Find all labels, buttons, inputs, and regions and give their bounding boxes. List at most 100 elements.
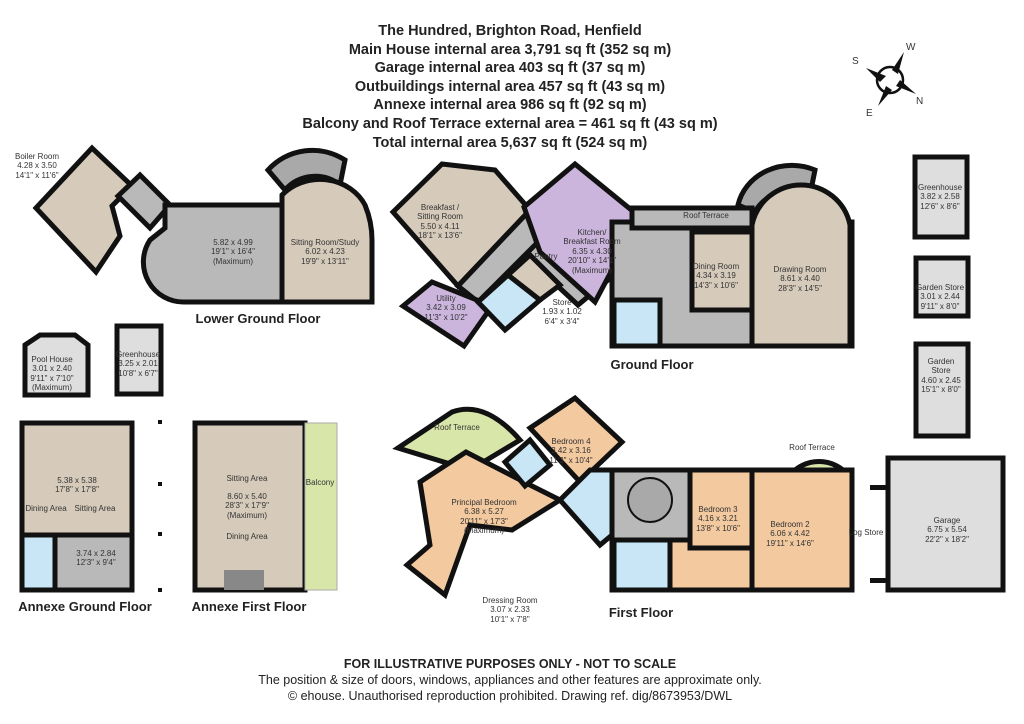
annexe-plans [19,420,338,593]
drawing-room [749,182,853,349]
room-name: Sitting Area [226,474,268,483]
lg-main-room [140,202,285,305]
area-balcony-terrace: Balcony and Roof Terrace external area =… [302,115,718,132]
floor-title-ground: Ground Floor [610,357,694,372]
separator-dots [158,420,162,592]
area-total: Total internal area 5,637 sq ft (524 sq … [372,134,648,151]
room-dimension: 5.50 x 4.11 [420,221,460,231]
room-name: Garden Store [915,283,965,292]
sitting-room-study [279,176,375,305]
room-dimension: 19'11" x 14'6" [766,538,814,548]
room-name: 3.74 x 2.84 [76,549,116,558]
room-dimension: Sitting Room [417,212,463,222]
room-label-roof-terrace-f1: Roof Terrace [434,423,480,432]
room-name: Roof Terrace [434,423,480,432]
room-label-balcony: Balcony [306,478,334,487]
room-dimension: 11'3" x 10'4" [549,455,593,465]
room-label-ax-g-dining: Dining Area [25,504,66,513]
room-label-roof-terrace-f2: Roof Terrace [789,443,835,452]
area-annexe: Annexe internal area 986 sq ft (92 sq m) [373,97,647,114]
room-dimension: 6.75 x 5.54 [927,525,967,535]
room-name: Utility [436,294,456,303]
spiral-stair [627,477,673,523]
annexe-first [192,420,308,593]
room-dimension: 6'4" x 3'4" [544,316,580,326]
room-dimension: 14'1" x 11'6" [15,170,59,180]
compass-icon [866,52,916,106]
room-dimension: 9'11" x 8'0" [920,301,960,311]
annexe-stairs [224,570,264,590]
room-name: Dining Area [226,532,268,541]
bedroom-2 [749,467,855,593]
compass-label-w: W [906,42,916,53]
area-garage: Garage internal area 403 sq ft (37 sq m) [374,60,646,77]
greenhouse-large [912,154,970,240]
room-label-ax-f-sitting: Sitting Area [227,474,268,483]
area-outbuildings: Outbuildings internal area 457 sq ft (43… [354,78,666,95]
room-dimension: 18'1" x 13'6" [418,231,462,241]
room-name: 5.38 x 5.38 [57,476,97,485]
room-dimension: 4.28 x 3.50 [17,161,57,171]
room-dimension: 19'1" x 16'4" [211,247,255,257]
room-label-ax-f-dining: Dining Area [226,532,267,541]
room-dimension: 3.25 x 2.01 [118,359,158,369]
f-ensuite [501,436,554,490]
room-name: Bedroom 3 [698,505,738,514]
area-main-house: Main House internal area 3,791 sq ft (35… [348,41,672,58]
room-label-ax-g-sitting: Sitting Area [75,504,116,513]
room-dimension: (Maximum) [227,510,267,520]
room-dimension: 9'11" x 7'10" [30,373,74,383]
principal-bedroom [403,449,566,600]
room-name: Greenhouse [917,183,963,192]
greenhouse-small [114,323,164,397]
room-dimension: 6.02 x 4.23 [305,247,345,257]
lower-ground-floor-plan [22,144,375,398]
room-name: Pool House [31,355,73,364]
room-dimension: 12'3" x 9'4" [76,558,116,568]
room-name: Balcony [305,478,335,487]
room-dimension: 28'3" x 14'5" [778,283,822,293]
room-name: Garage [933,516,961,525]
room-dimension: 17'8" x 17'8" [55,485,99,495]
room-dimension: 3.07 x 2.33 [490,605,530,615]
room-name: Sitting Room/Study [290,238,360,247]
floor-title-annexe-first: Annexe First Floor [191,599,307,614]
room-name: Bedroom 2 [770,520,810,529]
first-floor-plan [392,394,855,600]
pool-house [22,332,91,398]
outbuildings [870,154,1006,593]
room-name: Breakfast / [420,203,460,212]
room-dimension: 3.42 x 3.09 [426,303,466,313]
room-name: Dressing Room [482,596,538,605]
room-dimension: Store [931,366,951,376]
stair-arc [264,147,348,194]
compass-label-s: S [852,56,859,67]
room-dimension: 19'9" x 13'11" [301,256,349,266]
room-dimension: 4.60 x 2.45 [921,375,961,385]
room-dimension: 4.34 x 3.19 [696,271,736,281]
room-dimension: 13'8" x 10'6" [696,523,740,533]
room-name: 5.82 x 4.99 [213,238,253,247]
room-label-log-store: Log Store [849,528,884,537]
room-name: Bedroom 4 [551,437,591,446]
room-dimension: 6.35 x 4.30 [572,246,612,256]
room-name: Roof Terrace [683,211,729,220]
room-name: Log Store [848,528,884,537]
ground-floor-plan [389,160,855,350]
garden-store-2 [913,341,971,439]
room-dimension: 11'3" x 10'2" [424,312,468,322]
room-name: Store [552,298,572,307]
